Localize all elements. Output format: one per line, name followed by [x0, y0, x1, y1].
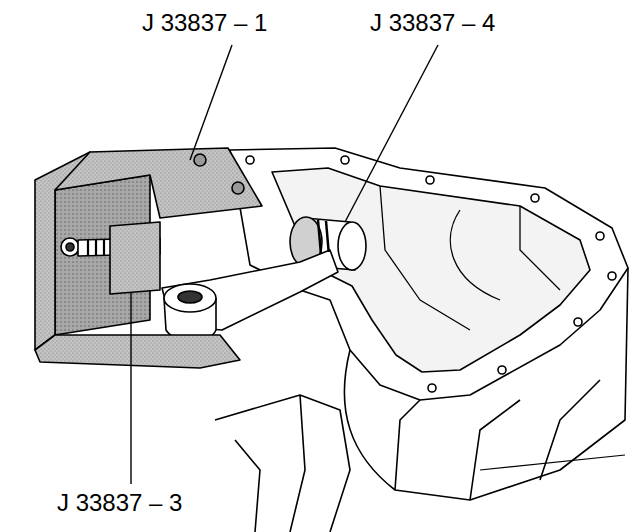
callout-label: J 33837 – 1	[140, 10, 269, 36]
bushing-bore	[178, 291, 202, 303]
bracket-top	[55, 148, 262, 218]
fixture-jaw	[215, 395, 350, 532]
leader-lines	[131, 45, 438, 484]
bushing	[164, 284, 216, 312]
housing-inner-web	[380, 186, 560, 330]
bracket-bottom	[35, 335, 240, 368]
housing-base-line	[480, 455, 625, 470]
callout-label: J 33837 – 4	[368, 10, 497, 36]
forcing-screw	[61, 222, 160, 294]
bracket-bolt	[232, 182, 244, 194]
callout-label: J 33837 – 3	[55, 490, 184, 516]
bracket-bolt	[194, 154, 206, 166]
